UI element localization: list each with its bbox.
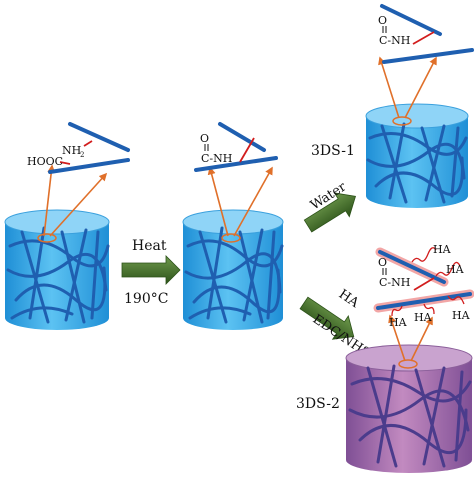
scaffold-cylinder-3ds2 bbox=[345, 344, 473, 473]
amide-label: C-NH bbox=[379, 276, 410, 289]
molecule-heated bbox=[194, 122, 278, 172]
zoom-pointer-2 bbox=[207, 166, 273, 237]
fiber-network bbox=[6, 226, 110, 324]
scaffold-cylinder-3ds1 bbox=[365, 103, 469, 208]
ha-tag-1: HA bbox=[433, 243, 452, 256]
ha-tag-3: HA bbox=[452, 309, 471, 322]
molecule-3ds1 bbox=[380, 4, 474, 64]
carbonyl-oxygen-label: O bbox=[200, 132, 209, 145]
zoom-pointer-4 bbox=[388, 314, 433, 362]
amine-label: NH bbox=[62, 144, 81, 157]
amine-subscript: 2 bbox=[80, 151, 84, 159]
ha-reagent-label: HA bbox=[336, 287, 362, 311]
ha-tag-4: HA bbox=[414, 311, 433, 324]
molecule-3ds2 bbox=[373, 247, 474, 317]
fiber-network bbox=[184, 226, 284, 324]
ha-chains bbox=[391, 247, 465, 317]
fiber-network bbox=[366, 122, 468, 204]
carbonyl-oxygen-label: O bbox=[378, 14, 387, 27]
molecule-initial bbox=[48, 122, 130, 174]
ha-tag-5: HA bbox=[389, 316, 408, 329]
product-label-3ds2: 3DS-2 bbox=[296, 396, 340, 412]
heat-arrow bbox=[121, 255, 181, 285]
zoom-pointer-3 bbox=[378, 56, 437, 119]
fiber-network bbox=[348, 364, 472, 468]
amide-label: C-NH bbox=[379, 34, 410, 47]
carboxyl-label: HOOC bbox=[27, 155, 63, 168]
ha-arrow bbox=[299, 296, 355, 340]
heat-label: Heat bbox=[132, 238, 167, 254]
carbonyl-oxygen-label: O bbox=[378, 256, 387, 269]
water-arrow bbox=[303, 192, 357, 233]
scaffold-cylinder-initial bbox=[4, 209, 110, 330]
zoom-pointer-1 bbox=[43, 164, 108, 237]
product-label-3ds1: 3DS-1 bbox=[311, 143, 355, 159]
scaffold-cylinder-heated bbox=[182, 209, 284, 330]
ha-tag-2: HA bbox=[446, 263, 465, 276]
amide-label: C-NH bbox=[201, 152, 232, 165]
temperature-label: 190°C bbox=[124, 291, 168, 307]
